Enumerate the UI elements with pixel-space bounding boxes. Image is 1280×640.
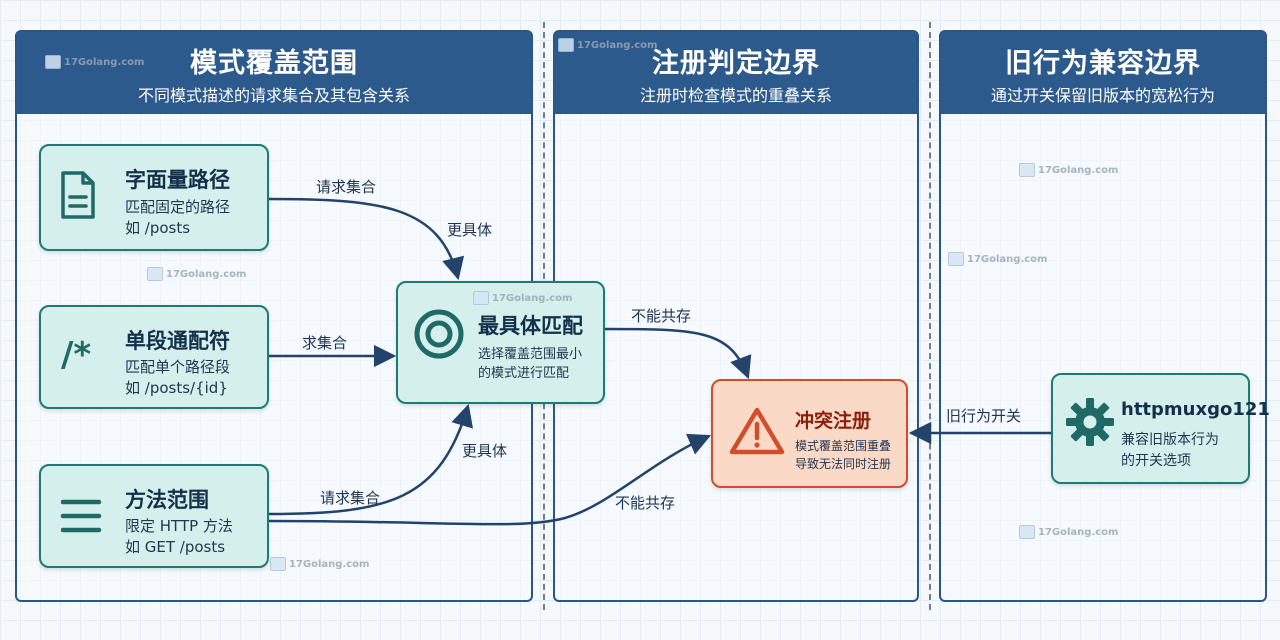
panel-registration-boundary: 注册判定边界 注册时检查模式的重叠关系 — [553, 30, 919, 602]
node-title: 字面量路径 — [125, 168, 230, 192]
panel-subtitle: 通过开关保留旧版本的宽松行为 — [990, 86, 1215, 105]
edge-label: 不能共存 — [631, 307, 692, 325]
node-desc: 兼容旧版本行为 — [1121, 432, 1219, 448]
node-httpmuxgo121-switch: httpmuxgo121 兼容旧版本行为 的开关选项 — [1051, 373, 1270, 484]
panel-header: 旧行为兼容边界 通过开关保留旧版本的宽松行为 — [941, 32, 1265, 114]
edge-label: 旧行为开关 — [946, 407, 1022, 425]
target-icon — [414, 309, 464, 359]
edge-label: 更具体 — [462, 442, 508, 460]
watermark-logo-icon — [270, 557, 286, 571]
panel-title: 注册判定边界 — [652, 48, 820, 79]
node-desc: 匹配固定的路径 — [125, 198, 231, 216]
panel-title: 旧行为兼容边界 — [1005, 48, 1201, 79]
edge-label: 请求集合 — [316, 178, 377, 196]
document-icon — [61, 171, 95, 219]
menu-icon — [60, 499, 102, 533]
panel-header: 注册判定边界 注册时检查模式的重叠关系 — [555, 32, 917, 114]
edge-method-to-conflict — [267, 433, 712, 526]
watermark-logo-icon — [1019, 525, 1035, 539]
panel-divider — [929, 22, 931, 610]
watermark: 17Golang.com — [1019, 163, 1118, 177]
node-most-specific-match: 最具体匹配 选择覆盖范围最小 的模式进行匹配 — [396, 281, 605, 404]
watermark: 17Golang.com — [473, 291, 572, 305]
watermark-logo-icon — [45, 55, 61, 69]
gear-icon — [1066, 398, 1114, 446]
watermark-logo-icon — [473, 291, 489, 305]
node-single-segment-wildcard: /* 单段通配符 匹配单个路径段 如 /posts/{id} — [39, 305, 269, 409]
edge-label: 求集合 — [302, 334, 348, 352]
panel-header: 模式覆盖范围 不同模式描述的请求集合及其包含关系 — [17, 32, 531, 114]
node-desc: 的模式进行匹配 — [478, 366, 570, 381]
node-desc: 的开关选项 — [1121, 453, 1191, 469]
node-title: httpmuxgo121 — [1121, 399, 1270, 420]
node-desc: 导致无法同时注册 — [795, 457, 892, 471]
watermark-logo-icon — [558, 38, 574, 52]
node-desc: 选择覆盖范围最小 — [478, 347, 583, 362]
watermark: 17Golang.com — [948, 252, 1047, 266]
watermark: 17Golang.com — [270, 557, 369, 571]
panel-subtitle: 注册时检查模式的重叠关系 — [639, 86, 832, 105]
panel-subtitle: 不同模式描述的请求集合及其包含关系 — [137, 86, 410, 105]
watermark: 17Golang.com — [147, 267, 246, 281]
warning-icon — [729, 407, 785, 455]
edge-label: 请求集合 — [320, 489, 381, 507]
watermark-logo-icon — [147, 267, 163, 281]
watermark: 17Golang.com — [45, 55, 144, 69]
watermark-logo-icon — [948, 252, 964, 266]
node-method-scope: 方法范围 限定 HTTP 方法 如 GET /posts — [39, 464, 269, 568]
panel-legacy-compat: 旧行为兼容边界 通过开关保留旧版本的宽松行为 — [939, 30, 1267, 602]
node-desc: 如 GET /posts — [125, 538, 226, 556]
node-desc: 如 /posts/{id} — [125, 379, 228, 397]
node-literal-path: 字面量路径 匹配固定的路径 如 /posts — [39, 144, 269, 251]
node-desc: 限定 HTTP 方法 — [125, 517, 233, 535]
node-desc: 模式覆盖范围重叠 — [795, 439, 892, 453]
edge-method-to-specific — [267, 403, 473, 516]
watermark-logo-icon — [1019, 163, 1035, 177]
edge-specific-to-conflict — [604, 327, 752, 380]
node-desc: 匹配单个路径段 — [125, 358, 231, 376]
node-title: 方法范围 — [125, 488, 209, 512]
node-title: 冲突注册 — [795, 410, 872, 432]
watermark: 17Golang.com — [1019, 525, 1118, 539]
wildcard-icon: /* — [61, 335, 92, 375]
node-desc: 如 /posts — [125, 219, 191, 237]
watermark: 17Golang.com — [558, 38, 657, 52]
edge-literal-to-specific — [267, 197, 465, 281]
node-title: 最具体匹配 — [478, 314, 583, 338]
edge-label: 不能共存 — [615, 494, 676, 512]
node-title: 单段通配符 — [125, 329, 230, 353]
panel-title: 模式覆盖范围 — [190, 48, 358, 79]
node-conflict-registration: 冲突注册 模式覆盖范围重叠 导致无法同时注册 — [711, 379, 908, 488]
edge-label: 更具体 — [447, 221, 493, 239]
